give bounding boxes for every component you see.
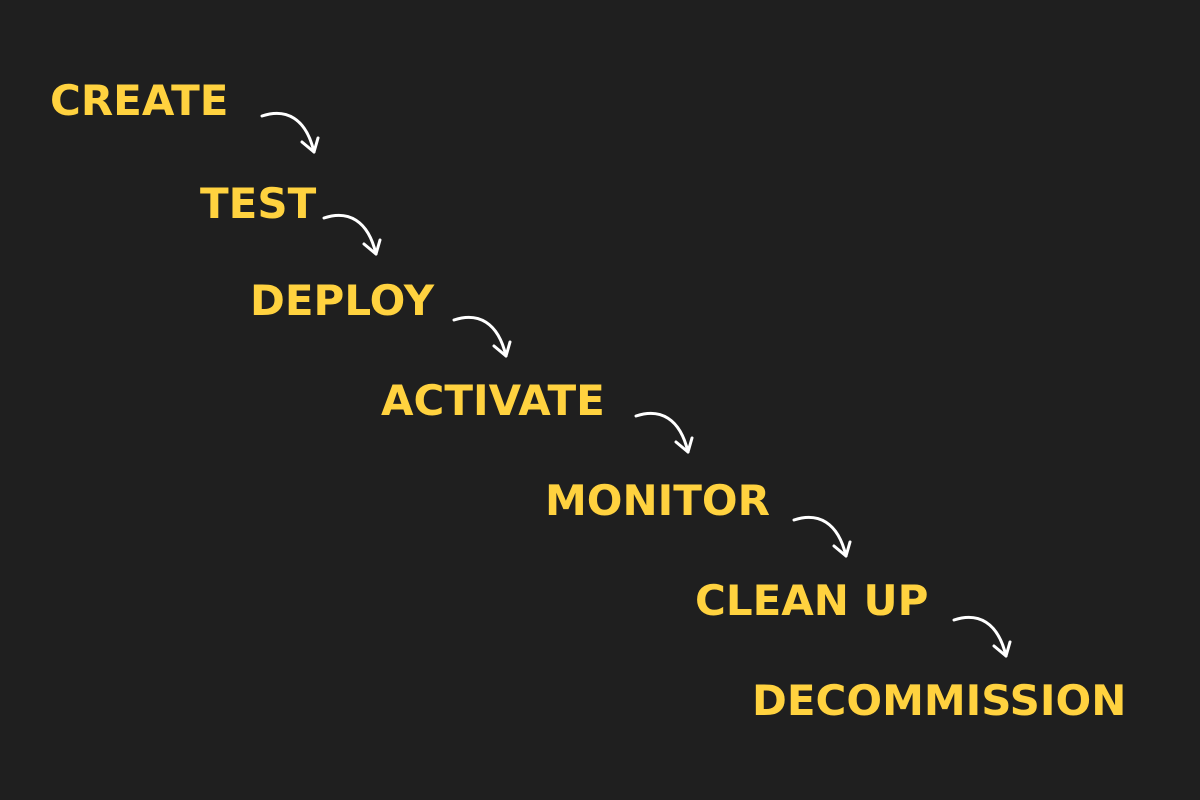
step-monitor: MONITOR — [545, 476, 770, 525]
curved-arrow-icon — [322, 213, 382, 256]
curved-arrow-icon — [952, 615, 1012, 658]
curved-arrow-icon — [792, 515, 852, 558]
step-deploy: DEPLOY — [250, 276, 435, 325]
step-decommission: DECOMMISSION — [752, 676, 1127, 725]
curved-arrow-icon — [452, 315, 512, 358]
step-activate: ACTIVATE — [381, 376, 605, 425]
curved-arrow-icon — [260, 111, 320, 154]
curved-arrow-icon — [634, 411, 694, 454]
step-test: TEST — [200, 179, 317, 228]
step-create: CREATE — [50, 76, 229, 125]
step-clean-up: CLEAN UP — [695, 576, 929, 625]
